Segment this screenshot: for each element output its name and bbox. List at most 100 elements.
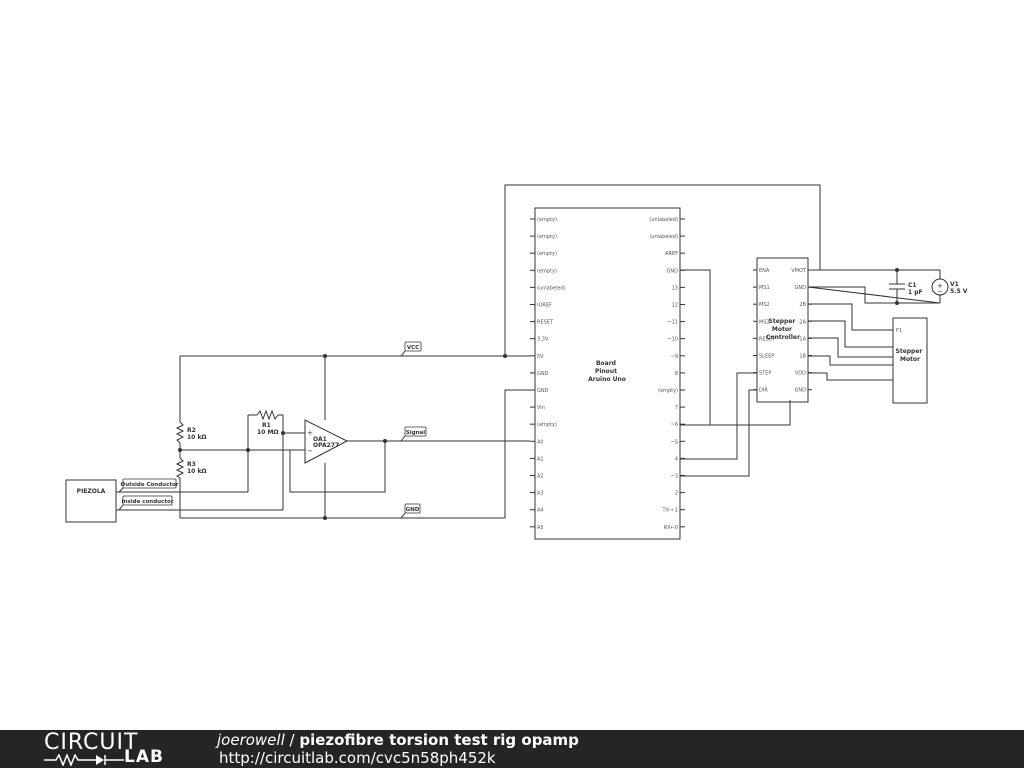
board-right-pin-label: 7	[675, 405, 678, 411]
controller-right-pin-label: 1B	[799, 354, 806, 360]
r2-ref: R2	[187, 427, 196, 434]
logo-circuit-text: CIRCUIT	[44, 730, 139, 755]
circuitlab-logo[interactable]: CIRCUIT LAB	[44, 730, 174, 767]
motor-pin-label: F1	[896, 328, 902, 334]
board-left-pin-label: GND	[537, 388, 549, 394]
controller-right-pin-label: VDD	[795, 371, 806, 377]
stepper-controller[interactable]	[756, 257, 809, 403]
author-name[interactable]: joerowell	[217, 731, 285, 749]
controller-right-pin-label: GND	[795, 388, 807, 394]
net-label-inside-conductor: Inside conductor	[118, 495, 174, 511]
board-left-pin-label: 3.3V	[537, 337, 549, 343]
board-right-pin-label: GND	[667, 268, 679, 274]
net-label-outside-conductor: Outside Conductor	[118, 478, 179, 493]
opamp-oa1[interactable]	[304, 419, 349, 464]
board-right-pin-label: ~6	[671, 422, 678, 428]
r3-resistor[interactable]	[175, 457, 185, 479]
controller-left-pin-label: MS2	[759, 302, 770, 308]
svg-text:GND: GND	[406, 507, 420, 513]
controller-title: Stepper Motor Controller	[766, 318, 800, 341]
r1-value: 10 MΩ	[257, 429, 279, 436]
board-left-pin-label: A2	[537, 474, 544, 480]
controller-left-pin-label: ENA	[759, 268, 770, 274]
board-left-pin-label: RESET	[537, 320, 554, 326]
r3-value: 10 kΩ	[187, 468, 207, 475]
board-right-pin-label: 4	[675, 456, 678, 462]
net-label-signal: Signal	[400, 426, 427, 442]
svg-text:Signal: Signal	[406, 430, 425, 436]
board-right-pin-label: ~5	[671, 439, 678, 445]
board-left-pin-label: (empty)	[537, 422, 557, 428]
schematic-url[interactable]: http://circuitlab.com/cvc5n58ph452k	[219, 749, 496, 767]
board-right-pin-label: 12	[672, 303, 678, 309]
controller-left-pin-label: RESET	[759, 336, 776, 342]
controller-left-pin-label: STEP	[759, 371, 771, 377]
board-left-pin-label: A1	[537, 456, 544, 462]
piezo-label: PIEZOLA	[77, 488, 106, 495]
board-left-pin-label: A5	[537, 525, 544, 531]
controller-right-pin-label: 2A	[799, 319, 806, 325]
board-left-pin-label: Vin	[537, 405, 545, 411]
svg-text:Outside Conductor: Outside Conductor	[121, 482, 179, 488]
board-right-pin-label: ~3	[671, 474, 678, 480]
controller-right-pin-label: GND	[795, 285, 807, 291]
opamp-part: OPA277	[313, 442, 339, 449]
board-right-pin-label: ~11	[667, 320, 678, 326]
board-left-pin-label: GND	[537, 371, 549, 377]
board-left-pin-label: (unlabeled)	[537, 285, 566, 291]
c1-value: 1 pF	[908, 289, 923, 296]
r1-resistor[interactable]	[256, 409, 279, 421]
controller-left-pin-label: MS1	[759, 285, 770, 291]
r3-ref: R3	[187, 461, 196, 468]
controller-right-pin-label: VMOT	[791, 268, 807, 274]
board-left-pin-label: (empty)	[537, 268, 557, 274]
stepper-motor[interactable]	[892, 317, 928, 404]
board-right-pin-label: 13	[672, 285, 678, 291]
board-title: Board Pinout Aruino Uno	[588, 360, 626, 383]
board-left-pin-label: 5V	[537, 354, 544, 360]
board-left-pin-label: A4	[537, 508, 544, 514]
schematic-title: piezofibre torsion test rig opamp	[299, 731, 579, 749]
board-right-pin-label: AREF	[665, 251, 678, 257]
v1-value: 5.5 V	[950, 288, 968, 295]
board-right-pin-label: 8	[675, 371, 678, 377]
board-right-pin-label: 2	[675, 491, 678, 497]
controller-left-pin-label: SLEEP	[759, 354, 774, 360]
r2-value: 10 kΩ	[187, 434, 207, 441]
board-left-pin-label: (empty)	[537, 251, 557, 257]
svg-text:VCC: VCC	[407, 345, 419, 351]
board-right-pin-label: RX←0	[664, 525, 678, 531]
c1-ref: C1	[908, 282, 917, 289]
board-left-pin-label: (empty)	[537, 234, 557, 240]
schematic-credit: joerowell / piezofibre torsion test rig …	[217, 731, 579, 749]
board-right-pin-label: ~10	[667, 337, 678, 343]
board-left-pin-label: (empty)	[537, 217, 557, 223]
net-label-vcc: VCC	[400, 341, 422, 357]
net-label-gnd: GND	[400, 503, 421, 519]
svg-text:+: +	[937, 282, 943, 290]
piezo-element[interactable]	[65, 479, 117, 523]
controller-right-pin-label: 2B	[799, 302, 806, 308]
board-right-pin-label: (empty)	[658, 388, 678, 394]
controller-left-pin-label: DIR	[759, 388, 768, 394]
controller-left-pin-label: MS3	[759, 319, 770, 325]
footer-bar: CIRCUIT LAB joerowell / piezofibre torsi…	[0, 730, 1024, 768]
board-left-pin-label: A0	[537, 439, 544, 445]
svg-text:−: −	[937, 288, 943, 296]
r1-ref: R1	[262, 422, 271, 429]
board-right-pin-label: (unlabeled)	[649, 234, 678, 240]
board-right-pin-label: TX→ 1	[662, 508, 678, 514]
opamp-minus: −	[307, 447, 313, 455]
svg-text:Inside conductor: Inside conductor	[122, 499, 174, 505]
board-right-pin-label: (unlabeled)	[649, 217, 678, 223]
logo-lab-text: LAB	[124, 747, 164, 767]
arduino-board[interactable]	[534, 207, 681, 540]
r2-resistor[interactable]	[175, 421, 185, 444]
motor-title: Stepper Motor	[896, 348, 925, 363]
wire-top-loop	[504, 184, 821, 356]
board-left-pin-label: A3	[537, 491, 544, 497]
opamp-plus: +	[307, 429, 313, 437]
schematic-canvas: (empty) (empty) (empty) (empty) (unlabeled) I…	[65, 184, 968, 540]
resistor-wave-icon	[44, 754, 124, 766]
board-right-pin-label: ~9	[671, 354, 678, 360]
